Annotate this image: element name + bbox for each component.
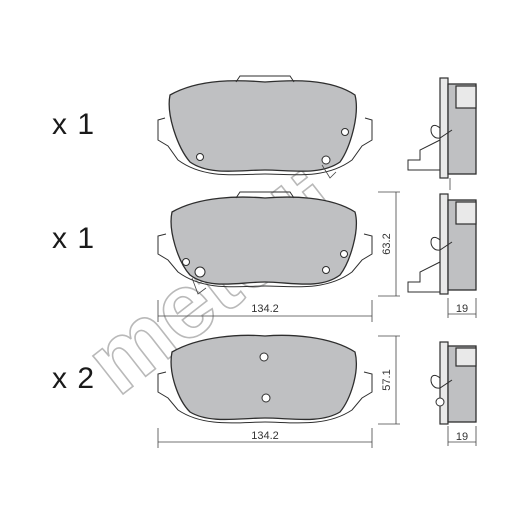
pad-1-top-tab (235, 75, 295, 83)
dimension-height-bottom: 57.1 (378, 335, 400, 425)
dimension-height-top-label: 63.2 (381, 233, 393, 254)
dimension-width-bottom-label: 134.2 (251, 430, 279, 442)
quantity-label-row-3: x 2 (52, 362, 96, 395)
pad-2-side-backing (439, 193, 449, 295)
pad-1-wear-clip (321, 164, 337, 179)
pad-3-side-view (430, 341, 477, 425)
pad-2-wear-clip (191, 277, 207, 295)
quantity-label-row-1: x 1 (52, 108, 96, 141)
pad-2-side-clip (430, 237, 453, 251)
pad-2-side-shim (455, 201, 477, 225)
pad-3-backing-plate-outline (157, 371, 373, 424)
pad-3-front-view (157, 334, 373, 424)
pad-1-side-backing (439, 77, 449, 179)
dimension-height-bottom-label: 57.1 (381, 369, 393, 390)
pad-1-friction-material (168, 80, 357, 172)
pad-2-hole-right (340, 250, 348, 258)
pad-1-side-wear-tab (407, 139, 441, 171)
pad-3-hole-top (259, 352, 269, 362)
pad-2-backing-plate-outline (157, 233, 373, 288)
pad-3-hole-bottom (261, 393, 271, 403)
dimension-thickness-bottom: 19 (447, 426, 477, 446)
pad-1-front-view (157, 75, 373, 179)
pad-3-friction-material (170, 334, 357, 421)
pad-2-side-wear-tab (407, 261, 441, 293)
pad-2-top-tab (235, 191, 295, 199)
pad-1-wear-indicator (321, 155, 331, 165)
pad-2-side-view (407, 193, 477, 295)
dimension-width-top-label: 134.2 (251, 303, 279, 315)
pad-2-friction-material (170, 196, 357, 285)
pad-2-wear-indicator (194, 266, 206, 278)
pad-2-hole-left (182, 258, 190, 266)
quantity-label-row-2: x 1 (52, 222, 96, 255)
dimension-width-bottom: 134.2 (157, 428, 373, 448)
pad-2-front-view (157, 191, 373, 295)
pad-1-hole-left (196, 153, 204, 161)
dimension-width-top: 134.2 (157, 300, 373, 322)
pad-1-side-shim (455, 85, 477, 109)
dimension-thickness-top: 19 (447, 298, 477, 318)
pad-1-side-clip (430, 125, 453, 139)
pad-1-backing-plate-outline (157, 117, 373, 176)
pad-2-hole-lower (322, 266, 330, 274)
pad-3-side-hole (435, 397, 445, 407)
dimension-height-top: 63.2 (378, 191, 400, 297)
pad-3-side-clip (430, 375, 453, 389)
dimension-thickness-top-label: 19 (456, 303, 468, 315)
pad-1-hole-right (341, 128, 349, 136)
pad-3-side-shim (455, 347, 477, 367)
pad-1-side-view (407, 77, 477, 190)
dimension-thickness-bottom-label: 19 (456, 431, 468, 443)
